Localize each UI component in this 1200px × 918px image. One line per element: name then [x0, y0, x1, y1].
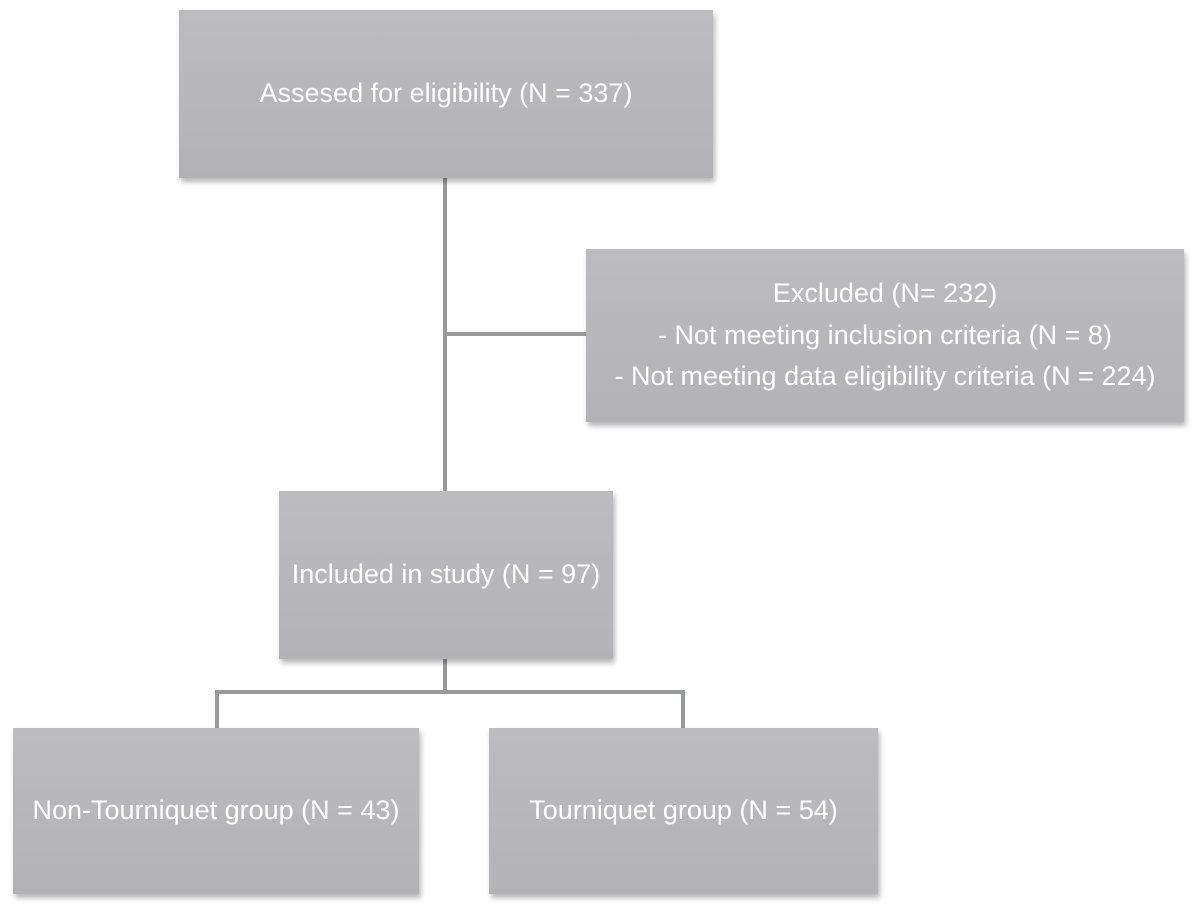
assessed-label: Assesed for eligibility (N = 337) — [259, 78, 633, 109]
connector-line-to-non-tourniquet — [215, 690, 219, 728]
non-tourniquet-group-label: Non-Tourniquet group (N = 43) — [32, 795, 400, 826]
excluded-box: Excluded (N= 232) - Not meeting inclusio… — [586, 249, 1184, 422]
excluded-title: Excluded (N= 232) — [772, 277, 998, 308]
excluded-reason-inclusion: - Not meeting inclusion criteria (N = 8) — [658, 319, 1112, 350]
assessed-box: Assesed for eligibility (N = 337) — [179, 10, 713, 178]
tourniquet-group-box: Tourniquet group (N = 54) — [489, 728, 878, 894]
included-label: Included in study (N = 97) — [291, 559, 601, 590]
connector-line-to-excluded — [445, 332, 586, 336]
tourniquet-group-label: Tourniquet group (N = 54) — [529, 795, 838, 826]
connector-line-group-split — [215, 690, 685, 694]
included-box: Included in study (N = 97) — [279, 491, 613, 659]
connector-line-to-tourniquet — [681, 690, 685, 728]
non-tourniquet-group-box: Non-Tourniquet group (N = 43) — [13, 728, 419, 894]
excluded-reason-data: - Not meeting data eligibility criteria … — [614, 361, 1156, 392]
connector-line-included-down — [443, 659, 447, 694]
